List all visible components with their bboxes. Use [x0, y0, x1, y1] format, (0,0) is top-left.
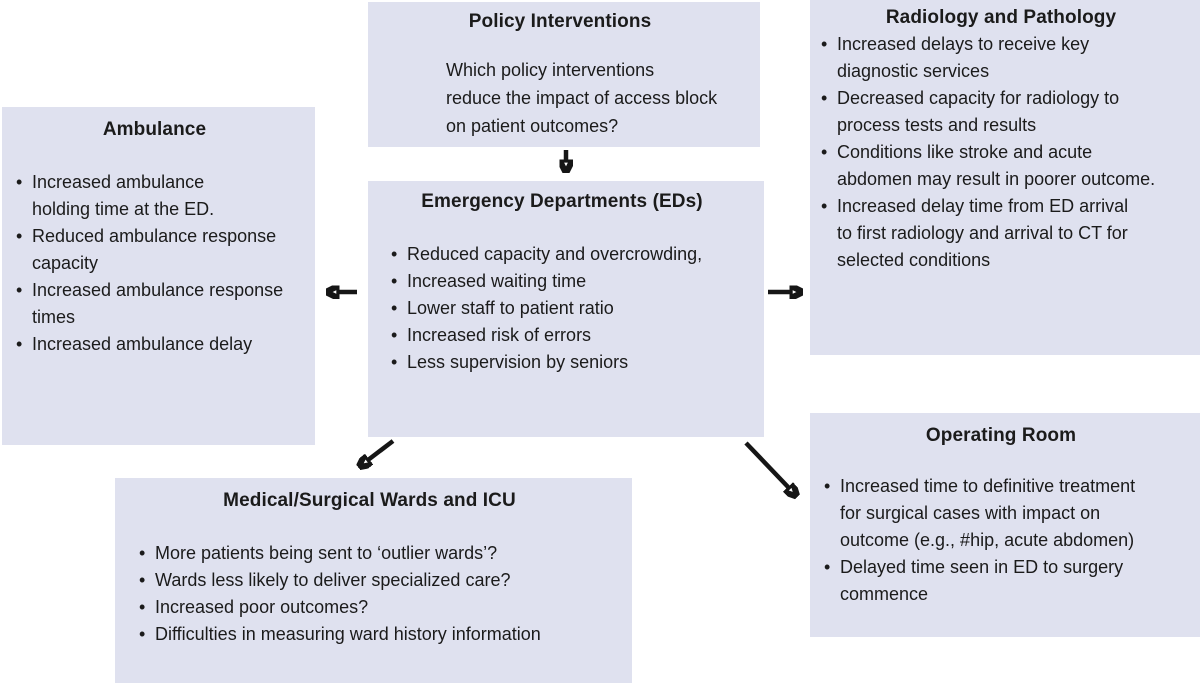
bullet-item: Reduced capacity and overcrowding,: [390, 241, 756, 268]
bullet-item: Increased risk of errors: [390, 322, 756, 349]
bullet-item: Increased delays to receive key diagnost…: [820, 31, 1192, 85]
radiology-pathology-box: Radiology and Pathology Increased delays…: [810, 0, 1200, 355]
ambulance-title: Ambulance: [102, 119, 207, 140]
operating-room-bullets: Increased time to definitive treatment f…: [823, 473, 1192, 608]
bullet-item: Increased ambulance delay: [15, 331, 307, 358]
emergency-departments-bullets: Reduced capacity and overcrowding, Incre…: [390, 241, 756, 376]
bullet-item: Increased ambulance response times: [15, 277, 307, 331]
medical-surgical-wards-icu-title: Medical/Surgical Wards and ICU: [223, 490, 516, 511]
radiology-pathology-bullets: Increased delays to receive key diagnost…: [820, 31, 1192, 274]
bullet-item: Increased poor outcomes?: [138, 594, 624, 621]
ambulance-bullets: Increased ambulance holding time at the …: [15, 169, 307, 358]
bullet-item: Difficulties in measuring ward history i…: [138, 621, 624, 648]
bullet-item: Increased time to definitive treatment f…: [823, 473, 1192, 554]
bullet-item: Increased waiting time: [390, 268, 756, 295]
bullet-item: Wards less likely to deliver specialized…: [138, 567, 624, 594]
bullet-item: Increased ambulance holding time at the …: [15, 169, 307, 223]
bullet-item: Reduced ambulance response capacity: [15, 223, 307, 277]
ambulance-box: Ambulance Increased ambulance holding ti…: [2, 107, 315, 445]
medical-surgical-wards-icu-box: Medical/Surgical Wards and ICU More pati…: [115, 478, 632, 683]
operating-room-title: Operating Room: [925, 425, 1077, 446]
arrow-ed-to-wards: [368, 439, 395, 460]
bullet-item: More patients being sent to ‘outlier war…: [138, 540, 624, 567]
emergency-departments-box: Emergency Departments (EDs) Reduced capa…: [368, 181, 764, 437]
bullet-item: Decreased capacity for radiology to proc…: [820, 85, 1192, 139]
emergency-departments-title: Emergency Departments (EDs): [421, 191, 703, 212]
operating-room-box: Operating Room Increased time to definit…: [810, 413, 1200, 637]
arrow-ed-to-operating-room: [744, 441, 789, 488]
medical-surgical-wards-icu-bullets: More patients being sent to ‘outlier war…: [138, 540, 624, 648]
policy-interventions-question: Which policy interventions reduce the im…: [446, 60, 718, 136]
radiology-pathology-title: Radiology and Pathology: [885, 7, 1117, 28]
bullet-item: Less supervision by seniors: [390, 349, 756, 376]
bullet-item: Delayed time seen in ED to surgery comme…: [823, 554, 1192, 608]
policy-interventions-box: Policy Interventions Which policy interv…: [368, 2, 760, 147]
policy-interventions-title: Policy Interventions: [468, 11, 652, 32]
bullet-item: Increased delay time from ED arrival to …: [820, 193, 1192, 274]
bullet-item: Lower staff to patient ratio: [390, 295, 756, 322]
bullet-item: Conditions like stroke and acute abdomen…: [820, 139, 1192, 193]
